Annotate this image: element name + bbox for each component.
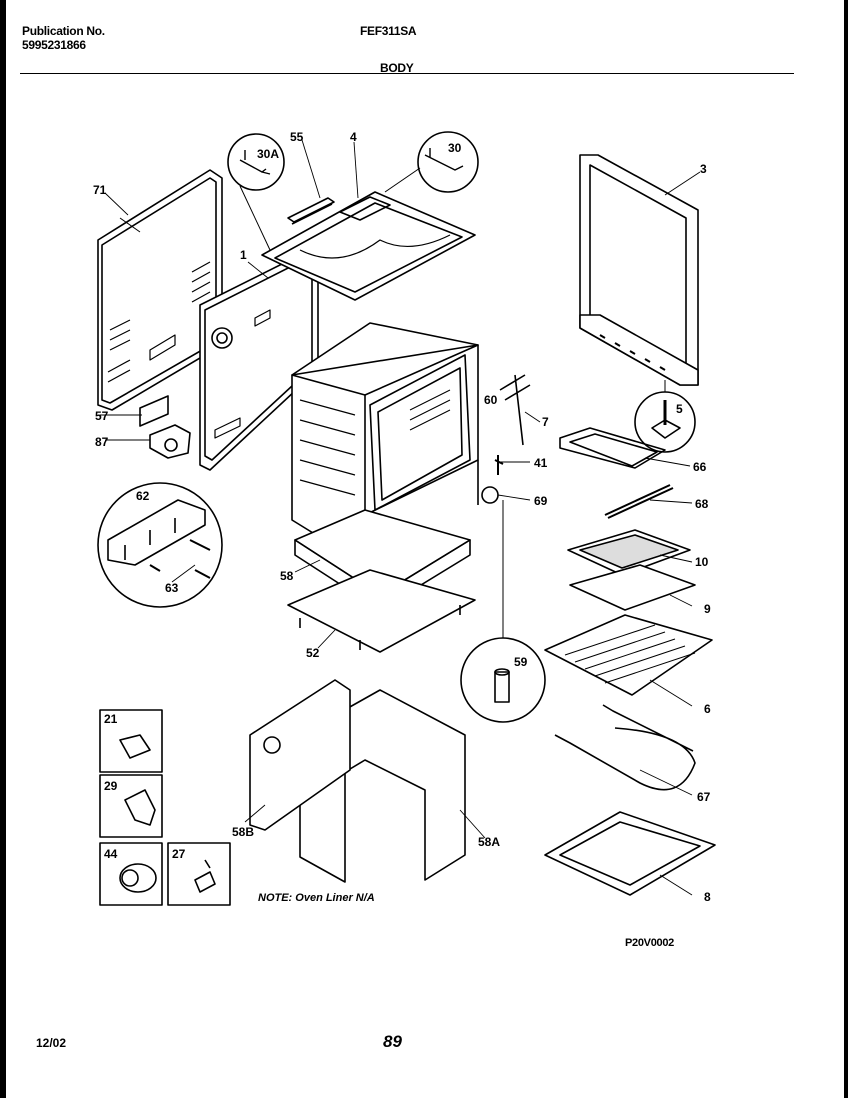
callout-7: 7 — [542, 415, 549, 429]
part-broil-pan-9 — [569, 564, 696, 611]
callout-58a: 58A — [478, 835, 500, 849]
callout-8: 8 — [704, 890, 711, 904]
part-clip-41 — [494, 455, 504, 475]
accessory-box-27 — [167, 842, 231, 906]
callout-59: 59 — [514, 655, 528, 669]
page-number: 89 — [383, 1032, 402, 1051]
part-broil-insert-10 — [567, 529, 691, 576]
callout-69: 69 — [534, 494, 548, 508]
oven-liner-note: NOTE: Oven Liner N/A — [258, 892, 375, 904]
accessory-box-44 — [99, 842, 163, 906]
part-door-panel — [579, 154, 699, 386]
part-bracket-57 — [139, 395, 169, 427]
callout-67: 67 — [697, 790, 711, 804]
part-bottom-panel-52 — [287, 569, 476, 653]
callout-4: 4 — [350, 130, 357, 144]
callout-9: 9 — [704, 602, 711, 616]
part-back-panel — [97, 169, 223, 411]
callout-10: 10 — [695, 555, 709, 569]
callout-30a: 30A — [257, 147, 279, 161]
part-plug-69 — [481, 486, 499, 504]
callout-1: 1 — [240, 248, 247, 262]
accessory-box-29 — [99, 774, 163, 838]
callout-58b: 58B — [232, 825, 254, 839]
callout-60: 60 — [484, 393, 498, 407]
section-title: BODY — [380, 61, 414, 75]
footer-date: 12/02 — [36, 1036, 67, 1050]
callout-62: 62 — [136, 489, 150, 503]
detail-circle-30 — [384, 131, 479, 193]
callout-55: 55 — [290, 130, 304, 144]
callout-30: 30 — [448, 141, 462, 155]
part-element-68 — [604, 484, 674, 519]
part-bracket-55 — [287, 197, 335, 225]
callout-29: 29 — [104, 779, 118, 793]
callout-52: 52 — [306, 646, 320, 660]
part-insulation-58b — [249, 679, 351, 831]
publication-label: Publication No. — [22, 24, 105, 38]
callout-63: 63 — [165, 581, 179, 595]
header-rule — [20, 73, 794, 74]
callout-5: 5 — [676, 402, 683, 416]
publication-number: 5995231866 — [22, 38, 86, 52]
callout-27: 27 — [172, 847, 186, 861]
scan-edge-left — [0, 0, 6, 1098]
callout-71: 71 — [93, 183, 107, 197]
part-sensor-60 — [499, 374, 531, 446]
accessory-box-21 — [99, 709, 163, 773]
callout-58: 58 — [280, 569, 294, 583]
part-oven-bottom-8 — [544, 811, 716, 896]
leader-lines — [100, 139, 701, 896]
callout-41: 41 — [534, 456, 548, 470]
scan-edge-right — [844, 0, 848, 1098]
part-oven-body — [291, 322, 479, 566]
callout-labels: 71 1 30A 55 4 30 3 5 57 87 60 7 41 66 69… — [93, 130, 711, 904]
callout-21: 21 — [104, 712, 118, 726]
part-bake-element-67 — [554, 704, 696, 791]
callout-87: 87 — [95, 435, 109, 449]
callout-6: 6 — [704, 702, 711, 716]
model-number: FEF311SA — [360, 24, 417, 38]
detail-circle-62 — [97, 482, 223, 608]
part-top-frame — [261, 191, 476, 301]
part-leveling-leg — [634, 380, 696, 453]
callout-57: 57 — [95, 409, 109, 423]
callout-44: 44 — [104, 847, 118, 861]
callout-66: 66 — [693, 460, 707, 474]
callout-3: 3 — [700, 162, 707, 176]
part-oven-rack-6 — [544, 614, 713, 696]
callout-68: 68 — [695, 497, 709, 511]
diagram-code: P20V0002 — [625, 937, 674, 949]
detail-circle-30a — [227, 133, 285, 251]
detail-circle-59 — [460, 500, 546, 723]
part-bracket-87 — [149, 424, 191, 459]
